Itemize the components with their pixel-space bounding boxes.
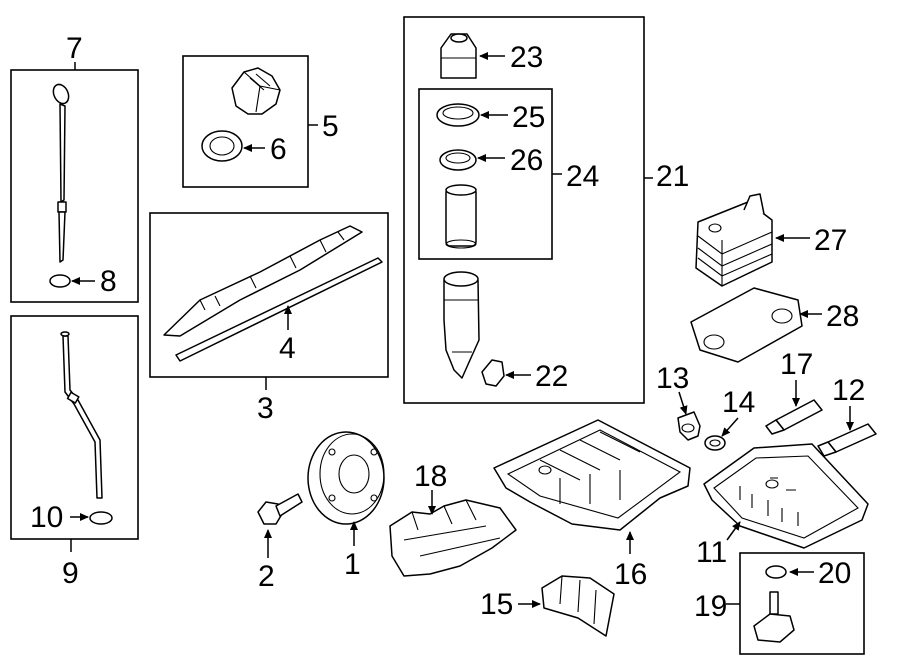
callout-7: 7 — [66, 32, 83, 65]
leader-lines — [70, 52, 854, 608]
dipstick-group-box — [10, 69, 139, 303]
crank-pulley-part — [307, 431, 385, 525]
callout-5: 5 — [322, 110, 339, 143]
housing-connector-part — [481, 359, 505, 387]
oil-cooler-part — [695, 193, 773, 287]
filter-seal-large-part — [436, 103, 480, 127]
callout-13: 13 — [656, 362, 689, 395]
pulley-bolt-part — [257, 493, 303, 525]
tube-o-ring-part — [89, 511, 113, 525]
oil-filter-housing-group-box — [403, 16, 645, 404]
sealant-tube-part — [765, 399, 823, 435]
callout-16: 16 — [614, 558, 647, 591]
lower-oil-pan-part — [703, 443, 869, 549]
oil-pan-baffle-part — [389, 499, 517, 577]
callout-20: 20 — [818, 557, 851, 590]
upper-oil-pan-part — [493, 419, 691, 531]
dipstick-tube-group-box — [10, 315, 139, 540]
oil-dipstick-part — [52, 83, 70, 263]
gasket-group-box — [149, 212, 389, 378]
callout-17: 17 — [780, 348, 813, 381]
filler-cap-seal-part — [201, 130, 243, 162]
valve-cover-gasket-part — [163, 225, 383, 362]
callout-1: 1 — [344, 548, 361, 581]
callout-26: 26 — [510, 144, 543, 177]
dipstick-tube-part — [60, 331, 103, 499]
oil-filter-housing-part — [443, 271, 480, 379]
callout-3: 3 — [257, 392, 274, 425]
oil-filler-cap-part — [231, 67, 281, 115]
callout-labels: 7 8 9 10 5 6 3 4 23 25 26 24 21 22 27 28… — [30, 32, 865, 623]
callout-23: 23 — [510, 41, 543, 74]
windage-deflector-part — [541, 575, 615, 637]
oil-cap-group-box — [182, 55, 309, 188]
oil-filter-cap-part — [440, 33, 477, 79]
callout-15: 15 — [480, 588, 513, 621]
callout-10: 10 — [30, 501, 63, 534]
callout-8: 8 — [100, 265, 117, 298]
callout-9: 9 — [62, 557, 79, 590]
oil-level-sensor-part — [753, 591, 795, 643]
callout-22: 22 — [535, 360, 568, 393]
callout-21: 21 — [656, 160, 689, 193]
callout-18: 18 — [414, 460, 447, 493]
callout-27: 27 — [814, 224, 847, 257]
callout-11: 11 — [696, 536, 727, 569]
callout-25: 25 — [512, 101, 545, 134]
sealant-tube-2-part — [817, 423, 877, 457]
oil-filter-element-part — [445, 184, 477, 249]
callout-28: 28 — [826, 300, 859, 333]
drain-plug-part — [677, 411, 701, 441]
drain-plug-washer-part — [704, 435, 726, 451]
callout-2: 2 — [258, 560, 275, 593]
callout-24: 24 — [566, 160, 599, 193]
oil-cooler-gasket-part — [690, 287, 803, 363]
callout-6: 6 — [270, 133, 287, 166]
filter-seal-small-part — [439, 149, 477, 171]
callout-19: 19 — [694, 590, 727, 623]
dipstick-o-ring-part — [49, 274, 71, 288]
callout-14: 14 — [722, 386, 755, 419]
callout-4: 4 — [279, 332, 296, 365]
sensor-o-ring-part — [765, 565, 787, 579]
callout-12: 12 — [832, 374, 865, 407]
